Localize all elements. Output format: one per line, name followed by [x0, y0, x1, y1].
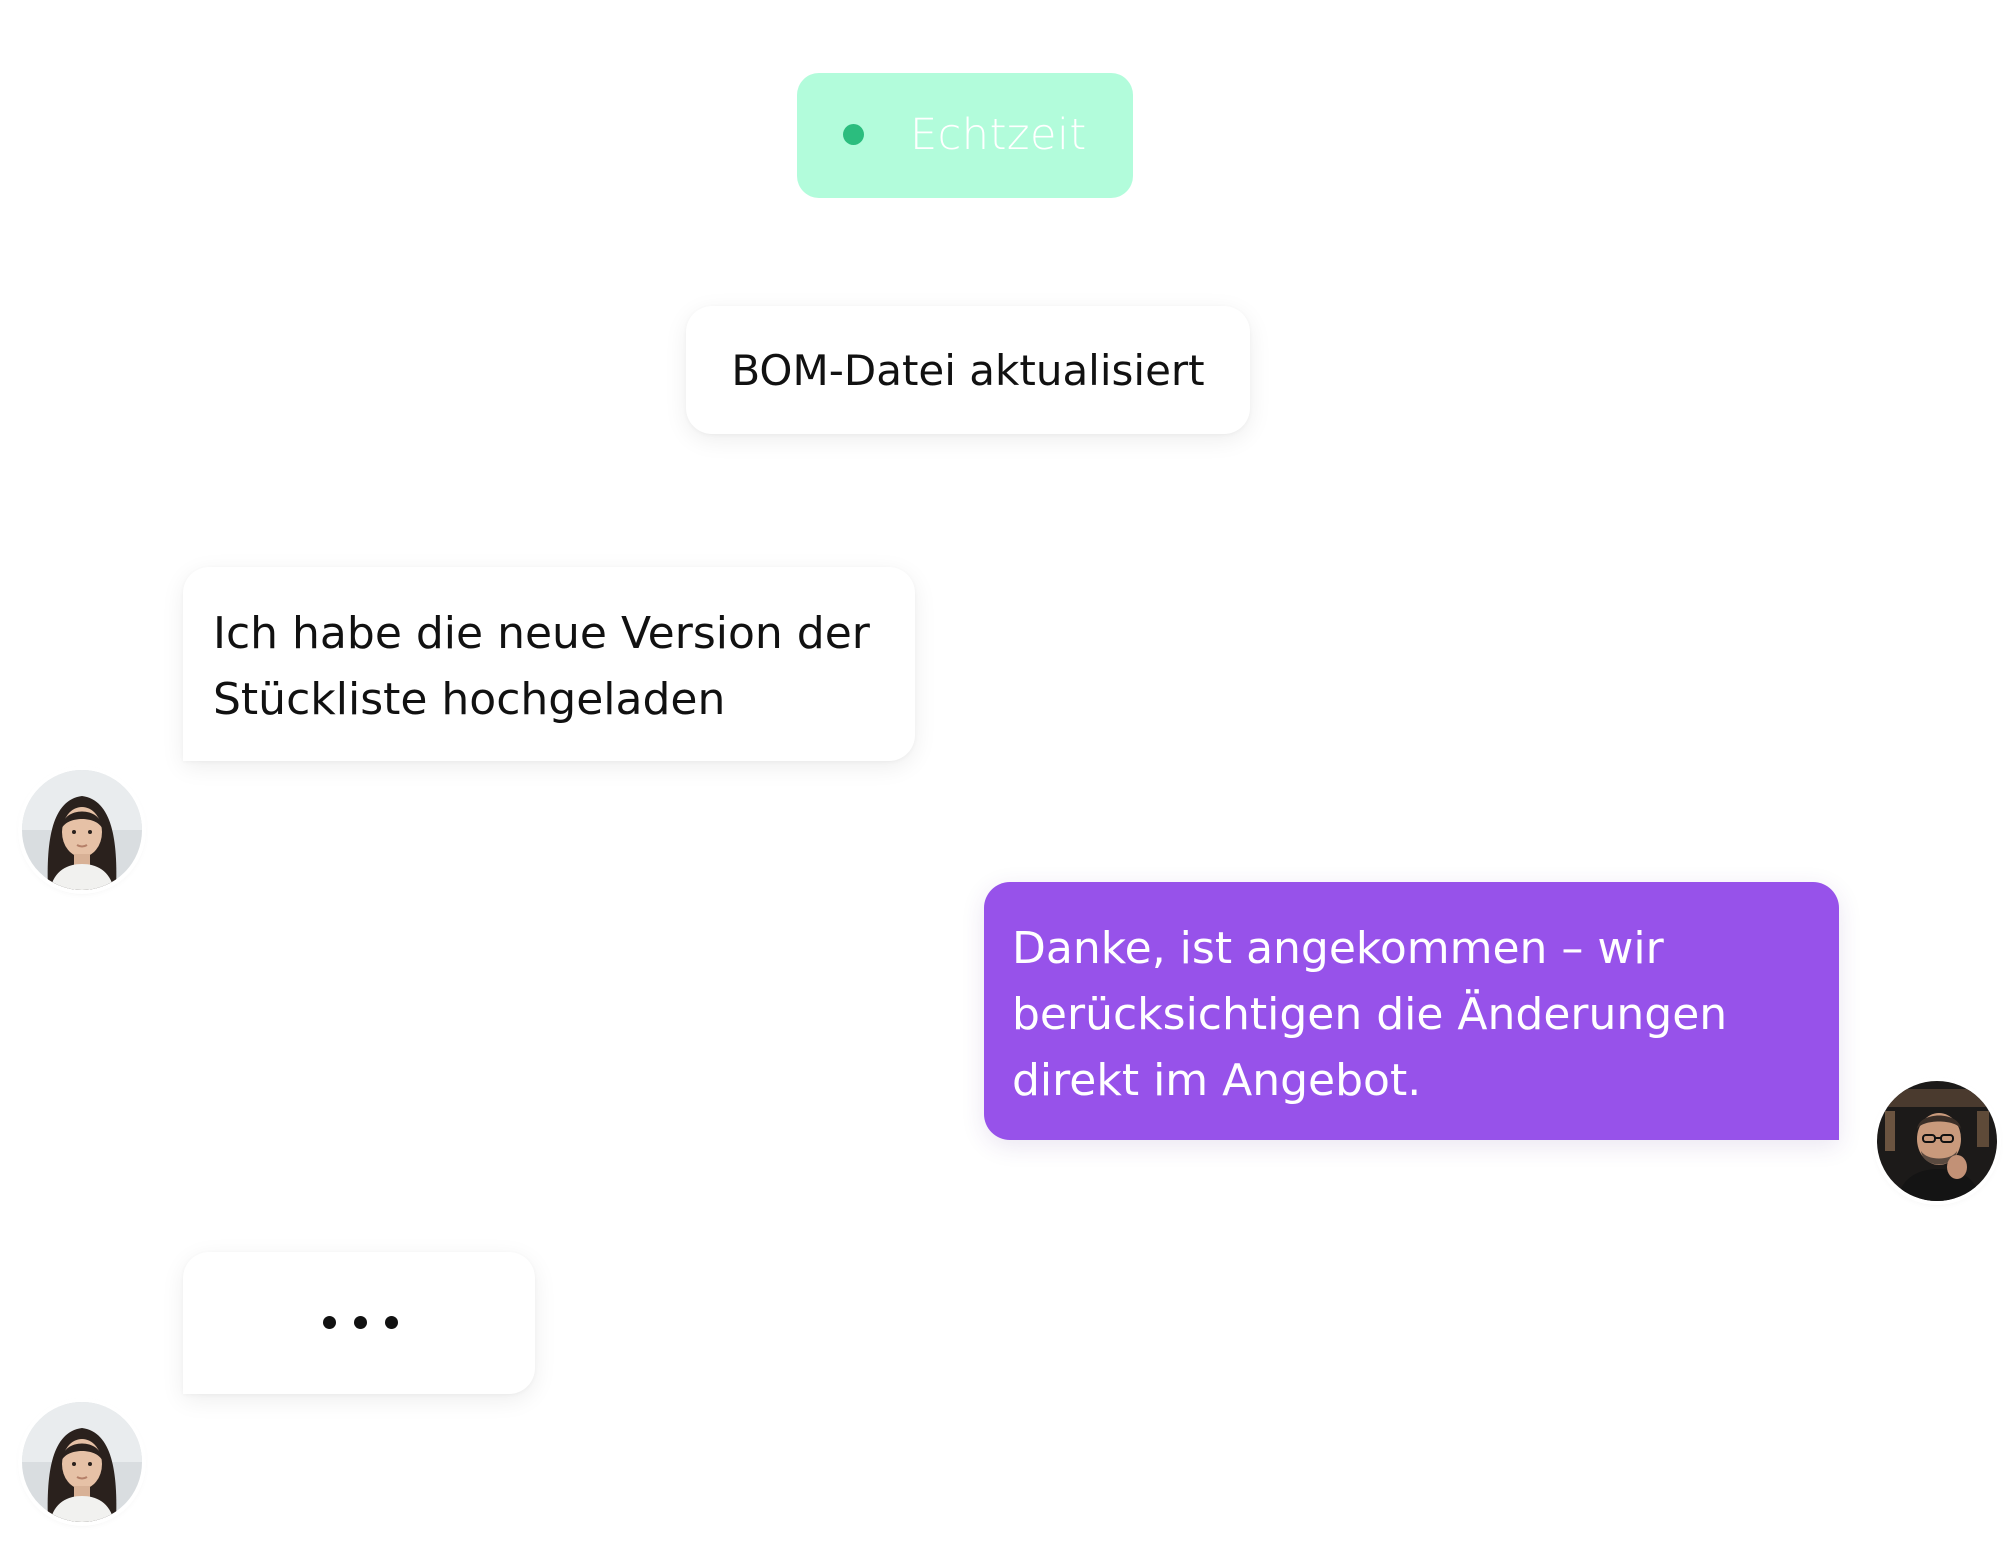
- woman-avatar-icon: [22, 770, 142, 890]
- typing-dots-icon: [354, 1316, 367, 1329]
- outgoing-message-bubble: Danke, ist angekommen – wir berücksichti…: [984, 882, 1839, 1140]
- typing-indicator-bubble: [183, 1252, 535, 1394]
- typing-dots-icon: [323, 1316, 336, 1329]
- typing-dots-icon: [385, 1316, 398, 1329]
- system-event-text: BOM-Datei aktualisiert: [731, 345, 1205, 395]
- woman-avatar-icon: [22, 1402, 142, 1522]
- message-line: berücksichtigen die Änderungen: [1012, 989, 1728, 1040]
- status-indicator-icon: [843, 124, 864, 145]
- customer-avatar: [22, 770, 142, 890]
- system-event-card: BOM-Datei aktualisiert: [686, 306, 1250, 434]
- man-avatar-icon: [1877, 1081, 1997, 1201]
- message-line: Ich habe die neue Version der: [213, 608, 870, 659]
- agent-avatar: [1877, 1081, 1997, 1201]
- status-label: Echtzeit: [910, 110, 1087, 160]
- message-line: direkt im Angebot.: [1012, 1055, 1422, 1106]
- message-line: Stückliste hochgeladen: [213, 674, 726, 725]
- customer-avatar: [22, 1402, 142, 1522]
- message-line: Danke, ist angekommen – wir: [1012, 923, 1664, 974]
- incoming-message-bubble: Ich habe die neue Version der Stückliste…: [183, 567, 915, 761]
